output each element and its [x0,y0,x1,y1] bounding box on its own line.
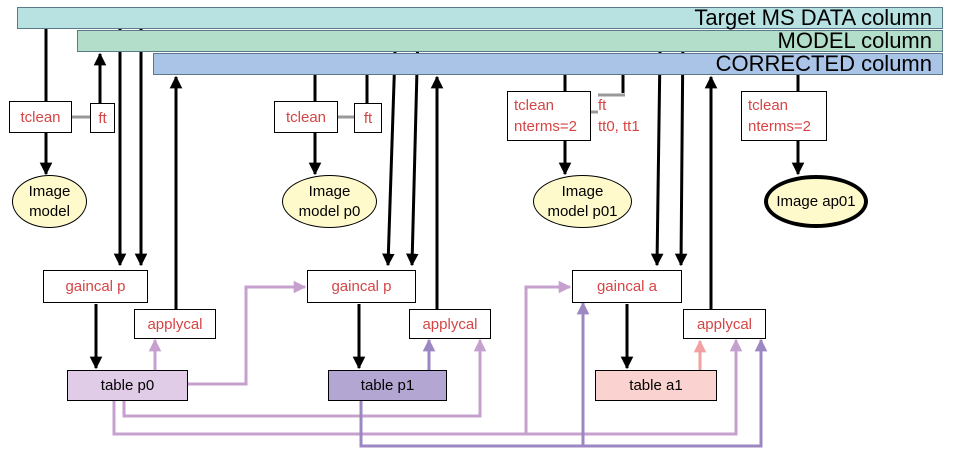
tclean-ft-connectors [72,93,625,119]
tclean-2-box: tclean [274,101,338,133]
tclean-3-line1: tclean [514,97,555,114]
image-model-p0-ellipse: Image model p0 [282,175,377,228]
tclean-4-line1: tclean [748,97,789,114]
ft-3-line2: tt0, tt1 [598,118,640,135]
model-column-bar: MODEL column [77,30,943,52]
link-p0-to-applycal-3 [526,338,743,436]
gaincal-p-1-box: gaincal p [43,270,148,303]
image-model-p01-line2: model p01 [547,202,618,220]
table-p1-box: table p1 [328,370,447,401]
tclean-1-box: tclean [9,101,72,133]
target-data-column-bar: Target MS DATA column [17,7,943,29]
link-p1-to-gaincal-a [359,301,590,448]
ft-1-box: ft [90,103,115,133]
image-model-p0-line1: Image [308,182,351,200]
applycal-1-box: applycal [134,309,216,339]
image-model-p01-ellipse: Image model p01 [533,175,632,228]
table-p0-box: table p0 [67,370,188,401]
applycal-2-box: applycal [409,309,491,339]
link-p0-to-gaincal-p [188,280,307,386]
corrected-column-bar: CORRECTED column [153,53,943,75]
gaincal-p-2-box: gaincal p [307,270,416,303]
tclean-4-box: tclean nterms=2 [741,91,827,141]
table-a1-box: table a1 [595,370,717,401]
link-p0-to-applycal-2 [122,338,487,418]
gaincal-a-box: gaincal a [572,270,682,303]
image-model-line2: model [29,202,70,220]
image-model-ellipse: Image model [12,175,87,228]
image-model-p0-line2: model p0 [298,202,361,220]
ft-3-label: ft tt0, tt1 [594,91,664,141]
image-ap01-ellipse: Image ap01 [764,175,868,228]
arrow-corrected-to-gaincal-p-2 [382,51,397,267]
tclean-3-line2: nterms=2 [514,118,577,135]
tclean-3-box: tclean nterms=2 [507,91,591,141]
image-model-p01-line1: Image [561,182,604,200]
link-p1-to-applycal-3 [583,338,768,448]
applycal-3-box: applycal [683,309,766,339]
calibration-links [112,280,768,448]
ft-3-line1: ft [598,97,607,114]
image-model-line1: Image [28,182,71,200]
arrow-corrected-to-gaincal-a [650,51,664,267]
ft-2-box: ft [354,103,382,133]
tclean-4-line2: nterms=2 [748,118,811,135]
